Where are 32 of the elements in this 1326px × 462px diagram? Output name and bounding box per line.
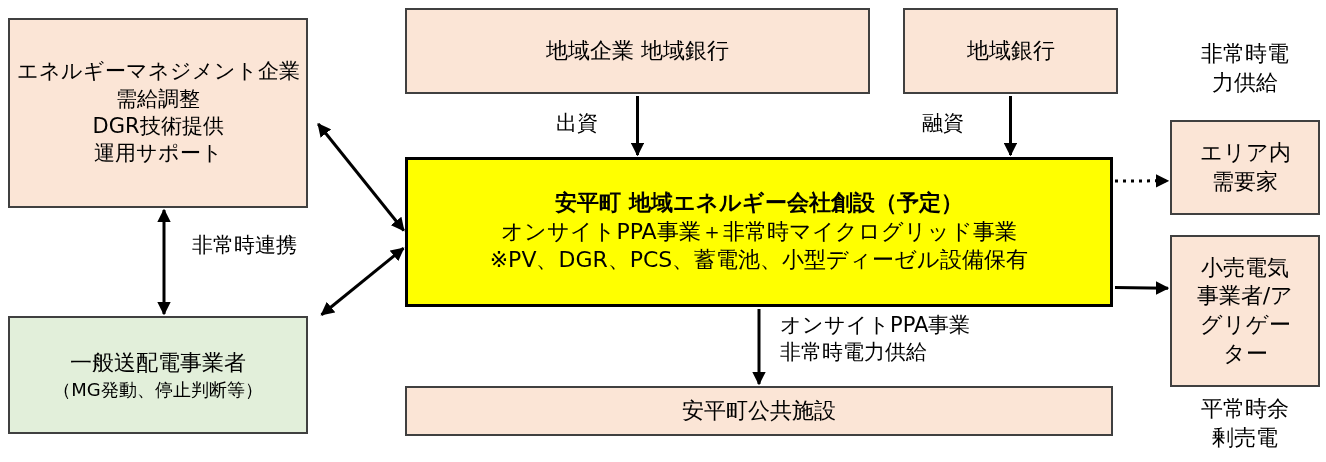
dotted-arrow (1115, 174, 1170, 188)
box-title: エネルギーマネジメント企業 (16, 58, 300, 86)
arrow (630, 96, 645, 157)
entity-box (1170, 235, 1320, 387)
box-text: 需給調整 (116, 85, 200, 113)
entity-box (8, 316, 308, 434)
entity-box (405, 386, 1113, 436)
entity-box (903, 8, 1118, 94)
box-text: DGR技術提供 (92, 113, 224, 140)
box-title: 地域銀行 (966, 36, 1055, 65)
arrow (1114, 281, 1170, 295)
arrow (1003, 96, 1018, 157)
box-title: 安平町公共施設 (682, 396, 836, 425)
entity-box (8, 18, 308, 208)
box-title: 安平町 地域エネルギー会社創設（予定） (555, 189, 963, 218)
entity-box (1170, 120, 1320, 215)
company-box (405, 157, 1113, 307)
entity-box (405, 8, 870, 94)
arrow (320, 247, 405, 316)
box-text: オンサイトPPA事業＋非常時マイクログリッド事業 (501, 217, 1017, 246)
arrow (317, 123, 405, 232)
box-title: 小売電気事業者/アグリゲーター (1195, 253, 1295, 368)
box-title: 地域企業 地域銀行 (546, 36, 729, 65)
arrow (157, 208, 171, 316)
box-text: （MG発動、停止判断等） (53, 377, 263, 401)
box-text: 運用サポート (93, 140, 223, 168)
note-text: 非常時電力供給 (1200, 40, 1290, 97)
box-title: 一般送配電事業者 (70, 349, 246, 377)
note-text: 平常時余剰売電 (1200, 395, 1290, 452)
arrow (752, 309, 766, 386)
box-text: ※PV、DGR、PCS、蓄電池、小型ディーゼル設備保有 (489, 246, 1029, 275)
box-title: エリア内需要家 (1198, 138, 1292, 196)
